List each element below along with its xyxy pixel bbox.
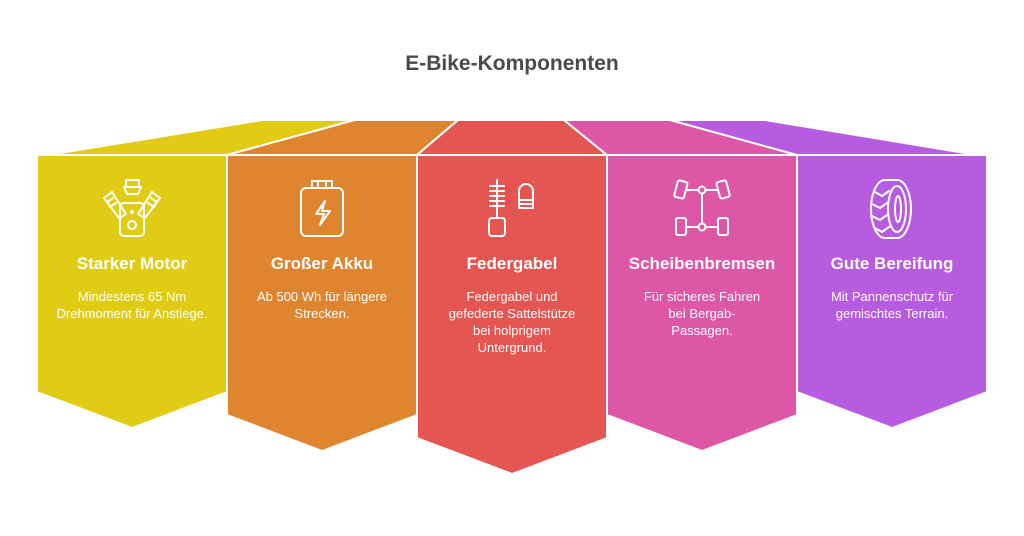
panel-description: Ab 500 Wh für längere Strecken. [256,289,388,321]
engine-icon [103,179,161,237]
panel-description: Mindestens 65 Nm Drehmoment für Anstiege… [56,289,208,321]
panel-description: Mit Pannenschutz für gemischtes Terrain. [830,289,954,321]
battery-icon [300,180,344,237]
panel-heading: Großer Akku [270,254,374,273]
panel-heading: Starker Motor [76,254,188,273]
panel-heading: Federgabel [466,254,558,273]
panel-description: Für sicheres Fahren bei Bergab-Passagen. [643,289,761,338]
panel-description: Federgabel und gefederte Sattelstütze be… [448,289,576,355]
panel-motor [36,154,228,429]
panel-federgabel [416,154,608,475]
panel-heading: Gute Bereifung [830,254,954,273]
panel-bremsen [606,154,798,452]
panel-motor-content: Starker Motor Mindestens 65 Nm Drehmomen… [47,254,217,322]
panel-akku-content: Großer Akku Ab 500 Wh für längere Streck… [237,254,407,322]
axle-icon [673,179,731,236]
panel-bereifung [796,154,988,429]
diagram-title: E-Bike-Komponenten [405,52,619,75]
panel-bereifung-content: Gute Bereifung Mit Pannenschutz für gemi… [807,254,977,322]
panel-heading: Scheibenbremsen [628,254,776,273]
panel-akku [226,154,418,452]
panel-bremsen-content: Scheibenbremsen Für sicheres Fahren bei … [617,254,787,339]
panel-federgabel-content: Federgabel Federgabel und gefederte Satt… [427,254,597,356]
suspension-icon [488,179,534,237]
tire-icon [870,179,912,239]
